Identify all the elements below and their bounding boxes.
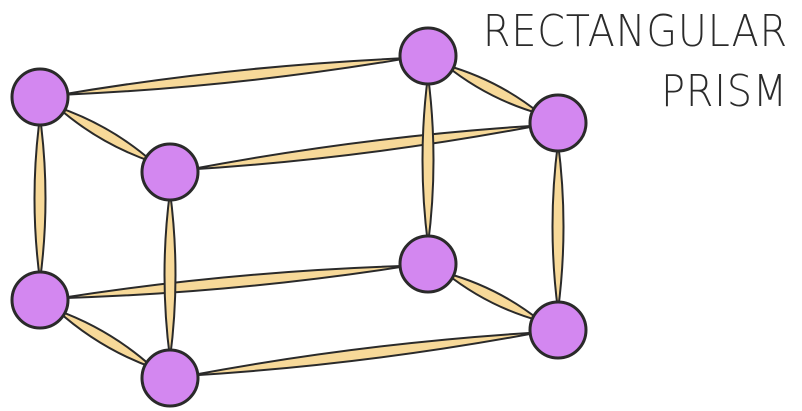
edge-stick-backBottomLeft-frontBottomLeft	[55, 309, 155, 369]
edge-stick-backTopLeft-frontTopLeft	[55, 105, 155, 164]
edge-stick-backBottomLeft-backBottomRight	[58, 264, 410, 300]
edge-stick-backTopLeft-backBottomLeft	[33, 115, 47, 282]
vertex-ball-backBottomRight	[398, 234, 458, 294]
title-line-1: RECTANGULAR	[482, 6, 788, 57]
vertex-ball-backTopLeft	[10, 67, 70, 127]
vertex-ball-frontTopLeft	[140, 142, 200, 202]
vertex-ball-frontBottomLeft	[140, 348, 200, 408]
edge-stick-backTopRight-frontTopRight	[444, 63, 542, 116]
vertex-ball-frontTopRight	[528, 93, 588, 153]
edge-stick-backBottomRight-frontBottomRight	[444, 271, 542, 323]
edges-group	[33, 57, 565, 377]
edge-stick-frontBottomLeft-frontBottomRight	[188, 331, 540, 377]
vertex-ball-backTopRight	[398, 26, 458, 86]
edge-stick-frontTopLeft-frontTopRight	[188, 124, 540, 171]
edge-stick-frontTopRight-frontBottomRight	[551, 141, 565, 312]
vertex-ball-backBottomLeft	[10, 270, 70, 330]
edge-stick-backTopRight-backBottomRight	[421, 74, 435, 246]
vertex-ball-frontBottomRight	[528, 300, 588, 360]
edge-stick-frontTopLeft-frontBottomLeft	[163, 190, 177, 360]
edge-stick-backTopLeft-backTopRight	[58, 57, 410, 96]
vertices-group	[10, 26, 588, 408]
title-line-2: PRISM	[661, 66, 788, 117]
